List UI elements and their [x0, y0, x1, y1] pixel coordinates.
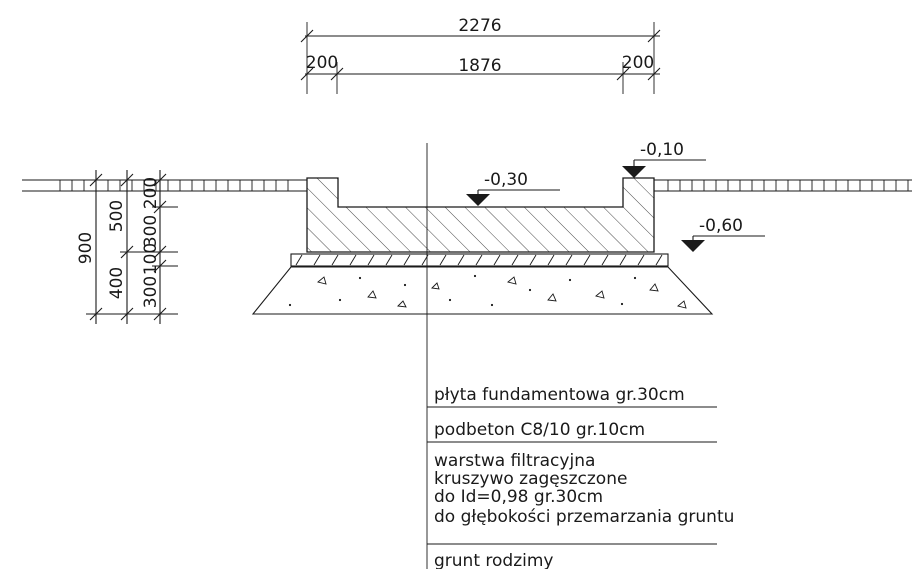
- filter-layer: [251, 266, 714, 315]
- top-dimensions: 2276 200 1876 200: [300, 16, 661, 94]
- layer-label-slab: płyta fundamentowa gr.30cm: [434, 385, 685, 405]
- dim-upper-depth: 500: [107, 200, 127, 232]
- level-marker-top-edge: -0,10: [622, 140, 706, 178]
- dim-inner-width: 1876: [458, 56, 501, 76]
- level-foundation-bottom-label: -0,60: [699, 216, 743, 236]
- lean-concrete-layer: [290, 253, 669, 267]
- dim-filter-thickness: 300: [141, 276, 161, 308]
- dim-wall-height: 200: [141, 177, 161, 209]
- dim-lean-concrete-thickness: 100: [141, 243, 161, 275]
- dim-lower-depth: 400: [107, 267, 127, 299]
- vertical-dimensions: 900 500 400 200 300 100 300: [76, 170, 178, 324]
- level-top-edge-label: -0,10: [640, 140, 684, 160]
- layer-label-filter-1: warstwa filtracyjna: [434, 451, 595, 471]
- dim-slab-thickness: 300: [141, 215, 161, 247]
- level-slab-top-label: -0,30: [484, 170, 528, 190]
- level-marker-slab-top: -0,30: [466, 170, 560, 206]
- dim-total-depth: 900: [76, 232, 96, 264]
- layer-label-lean-concrete: podbeton C8/10 gr.10cm: [434, 420, 645, 440]
- foundation-slab: [306, 177, 655, 253]
- ground-surface-left: [22, 179, 307, 192]
- dim-right-wall-width: 200: [622, 53, 654, 73]
- dim-overall-width: 2276: [458, 16, 501, 36]
- layer-label-native-soil: grunt rodzimy: [434, 551, 553, 569]
- layer-label-filter-2: kruszywo zagęszczone: [434, 469, 627, 489]
- level-marker-foundation-bottom: -0,60: [681, 216, 765, 252]
- layer-label-filter-3: do Id=0,98 gr.30cm: [434, 487, 603, 507]
- layer-legend: płyta fundamentowa gr.30cm podbeton C8/1…: [427, 385, 734, 569]
- ground-surface-right: [654, 179, 912, 192]
- dim-left-wall-width: 200: [306, 53, 338, 73]
- layer-label-filter-4: do głębokości przemarzania gruntu: [434, 507, 734, 527]
